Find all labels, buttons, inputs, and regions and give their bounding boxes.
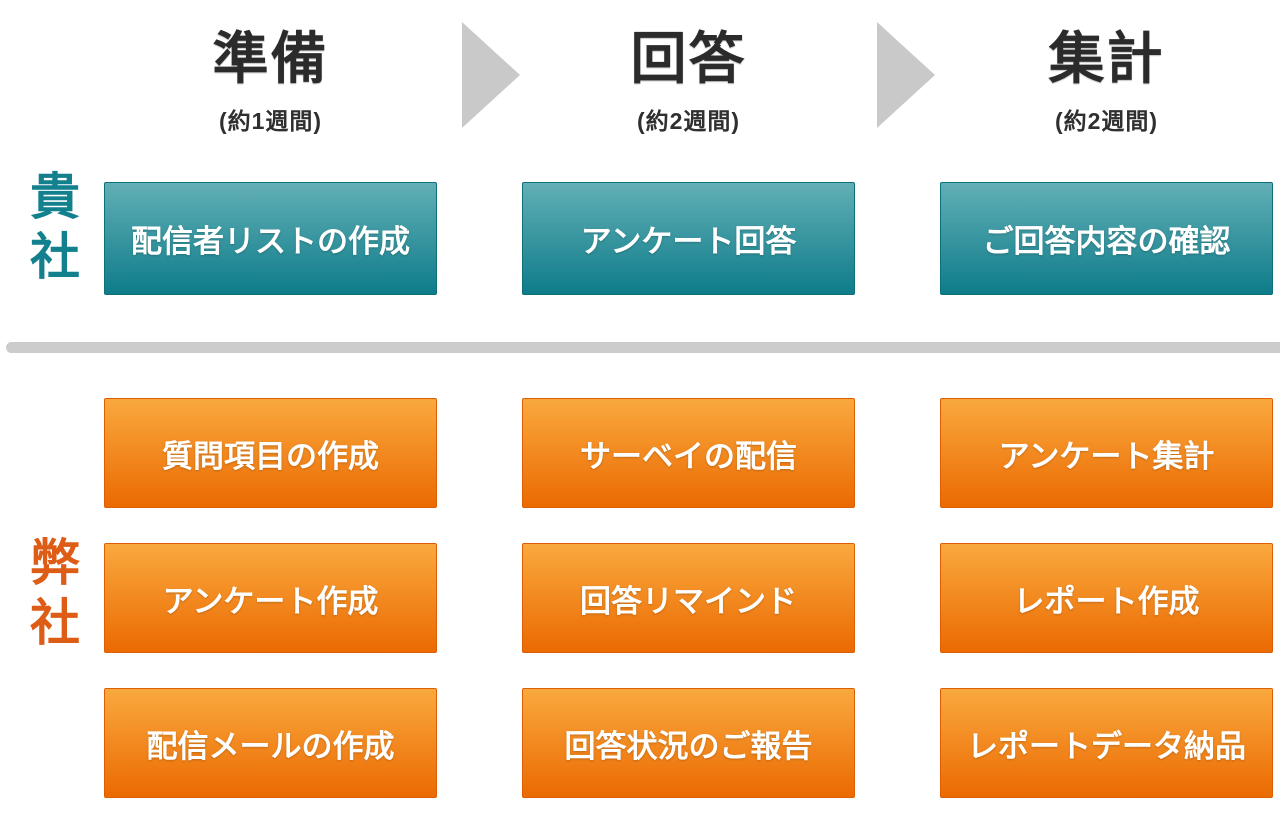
phase-duration-aggregation: (約2週間)	[1054, 108, 1159, 134]
phase-duration-preparation: (約1週間)	[218, 108, 323, 134]
phase-title-response: 回答	[630, 27, 747, 90]
company-task-create-report: レポート作成	[940, 543, 1273, 653]
phase-title-preparation: 準備	[212, 27, 329, 90]
company-row-label: 弊社	[23, 536, 79, 656]
company-task-create-survey: アンケート作成	[104, 543, 437, 653]
company-task-create-question-items: 質問項目の作成	[104, 398, 437, 508]
row-divider	[6, 342, 1280, 353]
company-task-create-delivery-email: 配信メールの作成	[104, 688, 437, 798]
arrow-right-icon	[462, 22, 520, 128]
client-row-label: 貴社	[23, 170, 79, 290]
client-task-confirm-responses: ご回答内容の確認	[940, 182, 1273, 295]
arrow-right-icon	[877, 22, 935, 128]
client-task-answer-survey: アンケート回答	[522, 182, 855, 295]
company-task-deliver-report-data: レポートデータ納品	[940, 688, 1273, 798]
company-task-response-reminder: 回答リマインド	[522, 543, 855, 653]
company-task-distribute-survey: サーベイの配信	[522, 398, 855, 508]
phase-title-aggregation: 集計	[1048, 27, 1165, 90]
company-task-report-response-status: 回答状況のご報告	[522, 688, 855, 798]
company-task-aggregate-survey: アンケート集計	[940, 398, 1273, 508]
client-task-create-recipient-list: 配信者リストの作成	[104, 182, 437, 295]
phase-duration-response: (約2週間)	[636, 108, 741, 134]
